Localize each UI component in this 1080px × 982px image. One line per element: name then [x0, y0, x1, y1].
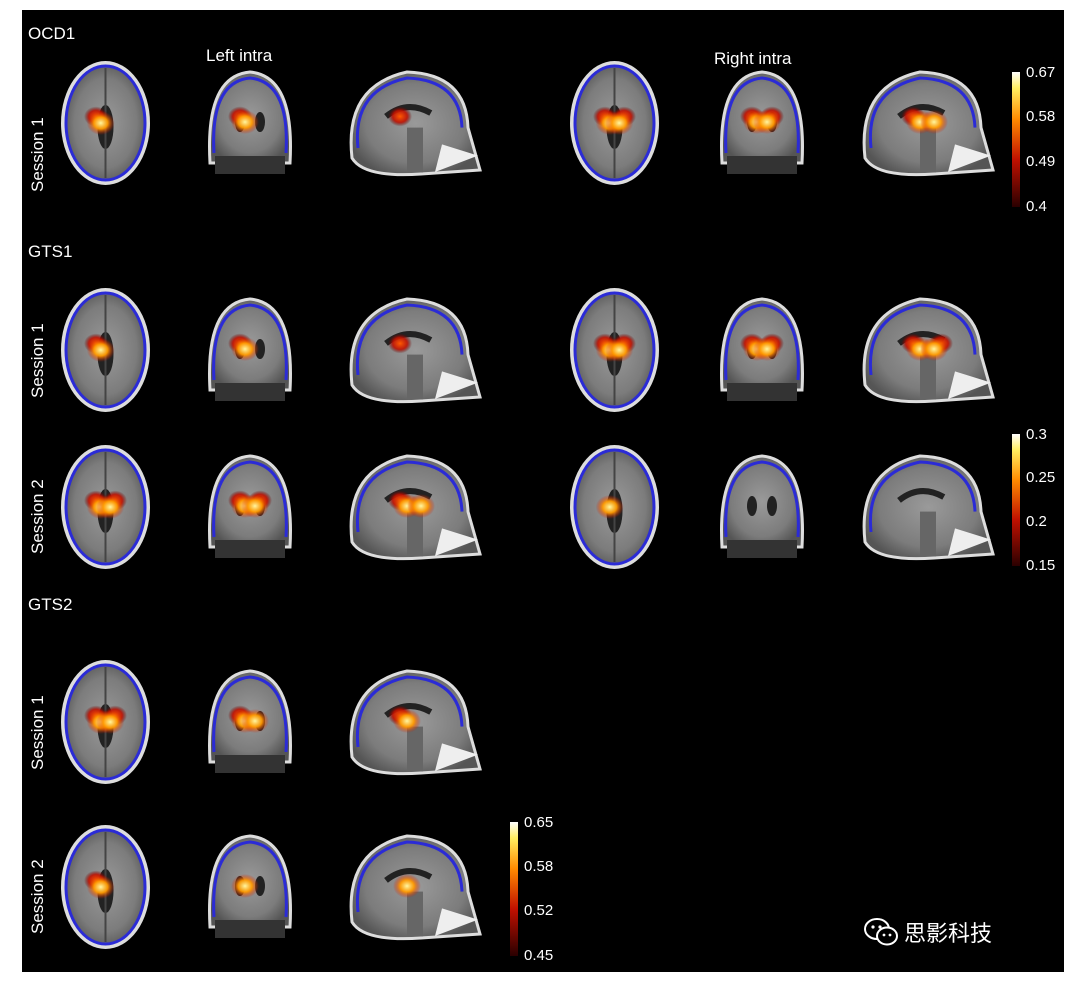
colorbar-tick: 0.3 [1026, 426, 1047, 443]
coronal-slice [208, 297, 292, 401]
coronal-slice [208, 454, 292, 558]
axial-slice [61, 660, 150, 784]
axial-slice [61, 825, 150, 949]
column-header-left: Left intra [206, 46, 273, 65]
sagittal-slice [349, 70, 482, 177]
group-label-gts2: GTS2 [28, 595, 73, 614]
wechat-icon [864, 918, 898, 946]
sagittal-slice [862, 297, 995, 404]
figure-panel: OCD1 GTS1 GTS2 Left intra Right intra Se… [22, 10, 1064, 972]
coronal-slice [720, 297, 804, 401]
coronal-slice [208, 834, 292, 938]
session-label-gts1-s2: Session 2 [28, 479, 47, 554]
colorbar-tick: 0.67 [1026, 64, 1056, 81]
watermark: 思影科技 [864, 916, 992, 948]
sagittal-slice [349, 454, 482, 561]
sagittal-slice [349, 834, 482, 941]
column-header-right: Right intra [714, 49, 792, 68]
sagittal-slice [862, 70, 995, 177]
sagittal-slice [862, 454, 995, 561]
colorbar-gts1 [1012, 434, 1020, 566]
colorbar-tick: 0.4 [1026, 198, 1047, 215]
colorbar-tick: 0.15 [1026, 557, 1056, 574]
coronal-slice [720, 454, 804, 558]
sagittal-slice [349, 669, 482, 776]
axial-slice [61, 445, 150, 569]
coronal-slice [208, 669, 292, 773]
session-label-gts1-s1: Session 1 [28, 323, 47, 398]
colorbar-tick: 0.58 [524, 858, 554, 875]
session-label-ocd1-s1: Session 1 [28, 117, 47, 192]
colorbar-ocd1 [1012, 72, 1020, 207]
axial-slice [570, 288, 659, 412]
colorbar-tick: 0.49 [1026, 153, 1056, 170]
colorbar-tick: 0.2 [1026, 513, 1047, 530]
group-label-ocd1: OCD1 [28, 24, 76, 43]
watermark-text: 思影科技 [904, 922, 993, 947]
coronal-slice [208, 70, 292, 174]
axial-slice [61, 288, 150, 412]
session-label-gts2-s1: Session 1 [28, 695, 47, 770]
axial-slice [570, 61, 659, 185]
axial-slice [570, 445, 659, 569]
group-label-gts1: GTS1 [28, 242, 73, 261]
sagittal-slice [349, 297, 482, 404]
colorbar-tick: 0.45 [524, 947, 554, 964]
colorbar-tick: 0.65 [524, 814, 554, 831]
colorbar-tick: 0.58 [1026, 108, 1056, 125]
axial-slice [61, 61, 150, 185]
session-label-gts2-s2: Session 2 [28, 859, 47, 934]
colorbar-tick: 0.52 [524, 902, 554, 919]
colorbar-gts2 [510, 822, 518, 956]
colorbar-tick: 0.25 [1026, 469, 1056, 486]
coronal-slice [720, 70, 804, 174]
